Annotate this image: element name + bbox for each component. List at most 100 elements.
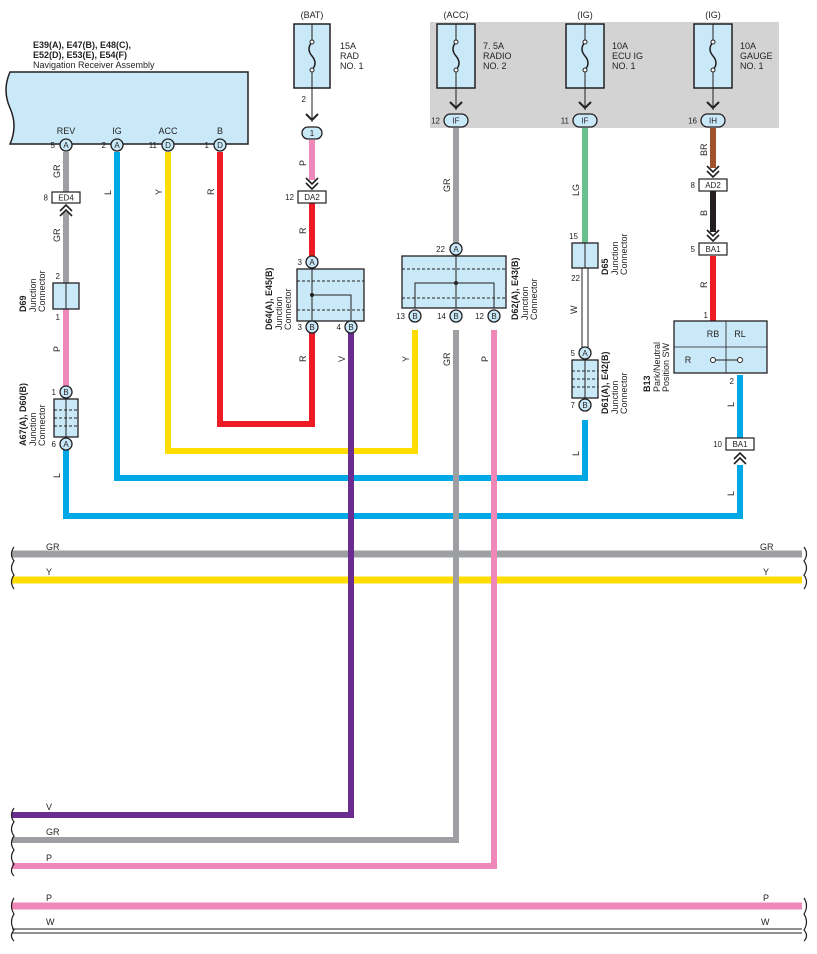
junction-d65-desc2: Connector	[619, 233, 629, 275]
fuse-gauge: (IG) 10A GAUGE NO. 1 IH 16	[688, 10, 773, 128]
fuse-gauge-conn: IH	[709, 117, 717, 126]
wire-labels: GR GR P L L Y R P R R V Y GR GR P LG W L…	[52, 143, 736, 496]
nav-pin-label-b: B	[217, 126, 223, 136]
bus-label-y-right: Y	[763, 567, 769, 577]
connector-ed4-pin: 8	[44, 194, 49, 203]
connector-ba1-bottom-pin: 10	[713, 440, 722, 449]
fuse-bat-name2: NO. 1	[340, 61, 364, 71]
wire-label-d69-p: P	[52, 346, 62, 352]
junction-a67: B 1 A 6 A67(A), D60(B) Junction Connecto…	[18, 383, 79, 451]
bus-label-gr-right: GR	[760, 542, 774, 552]
fuse-gauge-name2: NO. 1	[740, 61, 764, 71]
connector-ad2-name: AD2	[705, 181, 721, 190]
junction-d61-conn-bot: B	[582, 401, 587, 410]
nav-pin-label-acc: ACC	[158, 126, 178, 136]
nav-subtitle: Navigation Receiver Assembly	[33, 60, 155, 70]
junction-d69-pin-top: 2	[56, 272, 61, 281]
fuse-bat-conn-pin: 1	[310, 129, 315, 138]
fuse-ecu-ig-name1: ECU IG	[612, 51, 643, 61]
wire-label-bat-p: P	[298, 160, 308, 166]
bus-label-w-left: W	[46, 917, 55, 927]
nav-pin-conn-ig: A	[114, 141, 120, 150]
connector-ad2-pin: 8	[691, 181, 696, 190]
switch-b13-r: R	[685, 355, 692, 365]
fuse-acc: (ACC) 7. 5A RADIO NO. 2 IF 12	[431, 10, 512, 128]
bus-end-marks	[10, 546, 808, 942]
wire-label-b13-l: L	[726, 402, 736, 407]
junction-d64-pin-top: 3	[298, 258, 303, 267]
junction-d69-desc2: Connector	[37, 270, 47, 312]
switch-b13-name: B13	[642, 375, 652, 392]
wire-label-d64-r: R	[298, 355, 308, 362]
fuse-bat-source: (BAT)	[301, 10, 324, 20]
d62-gr-wire	[12, 330, 459, 843]
junction-d62-pin-b3: 12	[475, 312, 484, 321]
wire-label-acc-y: Y	[154, 189, 164, 195]
wire-label-b-r: R	[206, 188, 216, 195]
switch-b13-desc2: Position SW	[661, 342, 671, 392]
junction-d62-pin-b1: 13	[396, 312, 405, 321]
nav-pin-b: D 1	[205, 138, 227, 152]
fuse-gauge-pin: 16	[688, 117, 697, 126]
junction-d61-name: D61(A), E42(B)	[600, 351, 610, 414]
connector-da2: DA2 12	[285, 177, 327, 204]
fuse-ecu-ig-rating: 10A	[612, 41, 628, 51]
junction-d62-pin-b2: 14	[437, 312, 446, 321]
junction-d62-conn-b2: B	[453, 312, 458, 321]
switch-b13-rb: RB	[707, 329, 720, 339]
fuse-bat: (BAT) 15A RAD NO. 1 2 1	[293, 10, 364, 140]
junction-d62-name: D62(A), E43(B)	[510, 257, 520, 320]
junction-d64-desc2: Connector	[283, 288, 293, 330]
a67-l-wire	[63, 448, 743, 519]
junction-d61-pin-bot: 7	[571, 401, 576, 410]
fuse-ecu-ig-source: (IG)	[577, 10, 593, 20]
fuse-ecu-ig-pin: 11	[561, 117, 570, 126]
junction-a67-name: A67(A), D60(B)	[18, 383, 28, 446]
switch-b13-desc1: Park/Neutral	[652, 342, 662, 392]
connector-ba1-bottom: BA1 10	[713, 437, 755, 465]
wire-label-ba1-r: R	[699, 281, 709, 288]
fuse-acc-pin: 12	[431, 117, 440, 126]
junction-d61-pin-top: 5	[571, 349, 576, 358]
junction-d64-pin-b2: 4	[337, 323, 342, 332]
wire-label-da2-r: R	[298, 227, 308, 234]
wire-label-acc-gr: GR	[442, 178, 452, 192]
junction-d65-desc1: Junction	[610, 241, 620, 275]
nav-pin-conn-rev: A	[63, 141, 69, 150]
wire-label-ig-lg: LG	[571, 184, 581, 196]
wire-label-rev-gr: GR	[52, 164, 62, 178]
connector-ba1-bottom-name: BA1	[732, 440, 748, 449]
junction-d69-desc1: Junction	[28, 278, 38, 312]
junction-d64-conn-b2: B	[348, 323, 353, 332]
junction-d65-pin-top: 15	[569, 232, 578, 241]
fuse-acc-source: (ACC)	[444, 10, 469, 20]
connector-ad2: AD2 8	[691, 165, 728, 192]
nav-pin-label-rev: REV	[57, 126, 76, 136]
bus-labels: GR GR Y Y V GR P P P W W	[46, 542, 774, 927]
junction-d65-name: D65	[600, 258, 610, 275]
junction-d64-conn-b1: B	[309, 323, 314, 332]
switch-b13: 1 RB RL R 2 B13 Park/Neutral Position SW	[642, 311, 768, 392]
junction-d62-desc1: Junction	[520, 286, 530, 320]
nav-pin-num-acc: 11	[149, 141, 158, 150]
fuse-ecu-ig: (IG) 10A ECU IG NO. 1 IF 11	[561, 10, 643, 128]
nav-receiver: E39(A), E47(B), E48(C), E52(D), E53(E), …	[5, 40, 249, 152]
fuse-acc-conn: IF	[452, 117, 459, 126]
junction-a67-pin-bot: 6	[52, 440, 57, 449]
bus-label-gr2: GR	[46, 827, 60, 837]
wire-label-ig-l: L	[103, 190, 113, 195]
bus-label-p: P	[46, 853, 52, 863]
junction-a67-desc2: Connector	[37, 404, 47, 446]
nav-pin-num-ig: 2	[102, 141, 107, 150]
junction-d62-pin-top: 22	[436, 245, 445, 254]
d64-v-wire	[12, 330, 354, 818]
bus-label-gr-left: GR	[46, 542, 60, 552]
connector-ba1-top: BA1 5	[691, 229, 728, 256]
connector-ba1-top-pin: 5	[691, 245, 696, 254]
fuse-acc-name1: RADIO	[483, 51, 512, 61]
wire-label-a67-l: L	[52, 473, 62, 478]
junction-a67-conn-bot: A	[63, 440, 69, 449]
nav-pin-rev: A 5	[51, 138, 73, 152]
junction-d61-desc2: Connector	[619, 372, 629, 414]
wire-label-rev-gr-2: GR	[52, 228, 62, 242]
